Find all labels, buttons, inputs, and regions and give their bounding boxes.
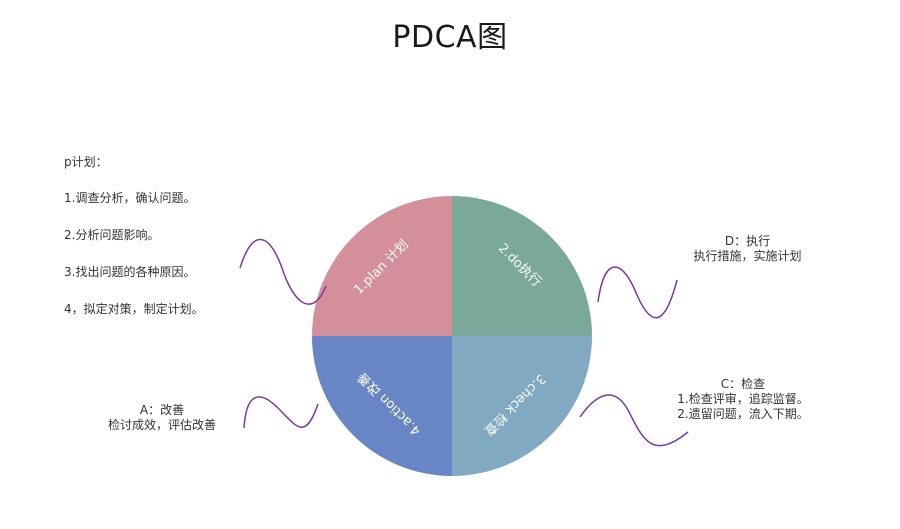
wave-connector-check (579, 394, 689, 447)
check-note-line: 1.检查评审，追踪监督。 (677, 392, 809, 406)
quadrant-action (312, 336, 452, 476)
check-notes-heading: C：检查 (720, 377, 766, 391)
check-note-line: 2.遗留问题，流入下期。 (677, 407, 809, 421)
wave-connector-do (597, 266, 678, 319)
action-notes: A：改善 检讨成效，评估改善 (96, 403, 228, 433)
quadrant-do (452, 196, 592, 336)
do-notes: D：执行 执行措施，实施计划 (685, 234, 810, 264)
plan-note-item: 2.分析问题影响。 (64, 228, 160, 242)
check-notes: C：检查 1.检查评审，追踪监督。 2.遗留问题，流入下期。 (668, 377, 818, 422)
action-notes-heading: A：改善 (139, 403, 185, 417)
quadrant-plan (312, 196, 452, 336)
plan-note-item: 3.找出问题的各种原因。 (64, 265, 196, 279)
wave-connector-plan (239, 238, 327, 305)
plan-note-item: 1.调查分析，确认问题。 (64, 191, 196, 205)
quadrant-check (452, 336, 592, 476)
page-title: PDCA图 (392, 20, 508, 55)
do-notes-heading: D：执行 (724, 234, 771, 248)
wave-connector-action (243, 396, 319, 429)
plan-notes-heading: p计划： (64, 155, 108, 169)
plan-notes: p计划： 1.调查分析，确认问题。 2.分析问题影响。 3.找出问题的各种原因。… (64, 154, 204, 338)
do-note-line: 执行措施，实施计划 (693, 249, 802, 263)
action-note-line: 检讨成效，评估改善 (107, 418, 216, 432)
plan-note-item: 4，拟定对策，制定计划。 (64, 302, 204, 316)
